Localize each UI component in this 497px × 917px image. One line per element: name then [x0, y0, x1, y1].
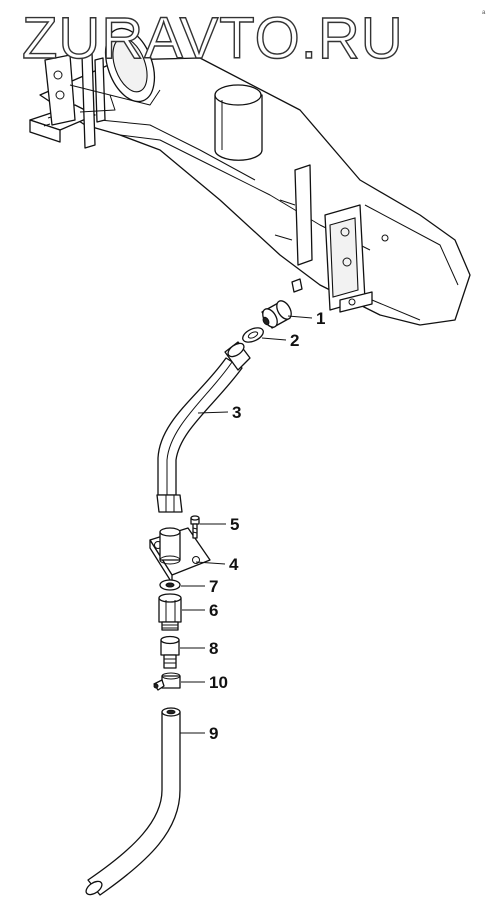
callout-8: 8 [209, 639, 218, 658]
part-7-washer [159, 579, 181, 591]
callout-4: 4 [229, 555, 239, 574]
callout-labels: 1 2 3 4 5 6 7 8 9 10 [209, 309, 325, 743]
part-2-washer [242, 327, 264, 343]
callout-3: 3 [232, 403, 241, 422]
callout-6: 6 [209, 601, 218, 620]
leader-1 [287, 315, 313, 319]
callout-9: 9 [209, 724, 218, 743]
watermark: ZURAVTO.RU [22, 6, 404, 71]
corner-mark: a [482, 10, 486, 16]
callout-leaders [180, 315, 313, 734]
part-10-clamp [153, 672, 181, 691]
part-9-hose [85, 707, 181, 896]
part-6-union [158, 593, 182, 631]
axle-housing [29, 27, 471, 326]
callout-5: 5 [230, 515, 239, 534]
leader-3 [197, 411, 229, 414]
leader-2 [261, 337, 287, 341]
part-5-bolt [190, 515, 200, 539]
leader-4 [195, 561, 226, 565]
callout-1: 1 [316, 309, 325, 328]
part-4-bracket [149, 527, 211, 584]
part-8-adapter [160, 635, 180, 669]
part-1-fitting [261, 300, 292, 329]
callout-10: 10 [209, 673, 228, 692]
callout-7: 7 [209, 577, 218, 596]
part-3-pipe [156, 341, 251, 513]
callout-2: 2 [290, 331, 299, 350]
